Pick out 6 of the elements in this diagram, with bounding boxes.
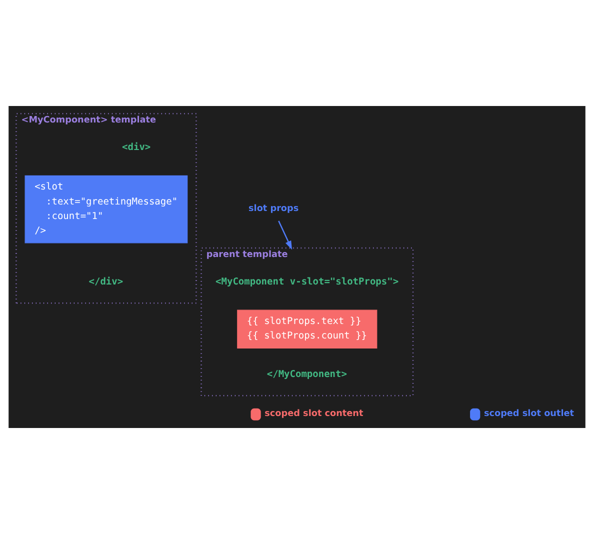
legend-label: scoped slot content — [264, 409, 364, 420]
node-box: {{ slotProps.text }} {{ slotProps.count }} — [237, 310, 378, 348]
node-box: <slot :text="greetingMessage" :count="1" /> — [24, 175, 188, 244]
arrow — [278, 220, 292, 250]
node-text: slot props — [248, 204, 299, 214]
legend-label: scoped slot outlet — [484, 409, 574, 420]
